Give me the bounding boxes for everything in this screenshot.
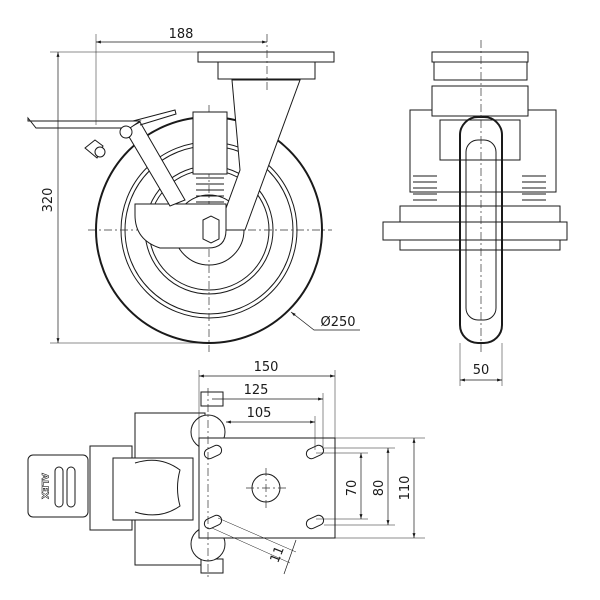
dim-80: 80 — [372, 480, 387, 497]
brake-lever — [27, 109, 177, 159]
spring — [196, 177, 224, 203]
dim-125: 125 — [244, 383, 269, 398]
dim-188: 188 — [169, 27, 194, 42]
dim-110: 110 — [398, 476, 413, 501]
dim-50: 50 — [473, 363, 490, 378]
front-springs — [413, 175, 546, 201]
side-top-plate — [197, 51, 335, 80]
brake-pedal: ALEX — [27, 454, 89, 518]
front-view: 50 — [382, 40, 568, 386]
dim-70: 70 — [345, 480, 360, 497]
axle-nut — [202, 215, 220, 244]
dim-11: 11 — [268, 544, 288, 565]
side-fork — [124, 79, 301, 249]
top-view: ALEX 150 125 105 70 — [27, 360, 425, 580]
axle — [382, 221, 568, 241]
dim-105: 105 — [247, 406, 272, 421]
side-view: 188 320 Ø250 — [27, 27, 360, 352]
dim-150: 150 — [254, 360, 279, 375]
alex-logo: ALEX — [39, 473, 49, 499]
mounting-slots — [203, 444, 325, 530]
dim-diameter-250: Ø250 — [320, 315, 355, 330]
dim-320: 320 — [41, 188, 56, 213]
